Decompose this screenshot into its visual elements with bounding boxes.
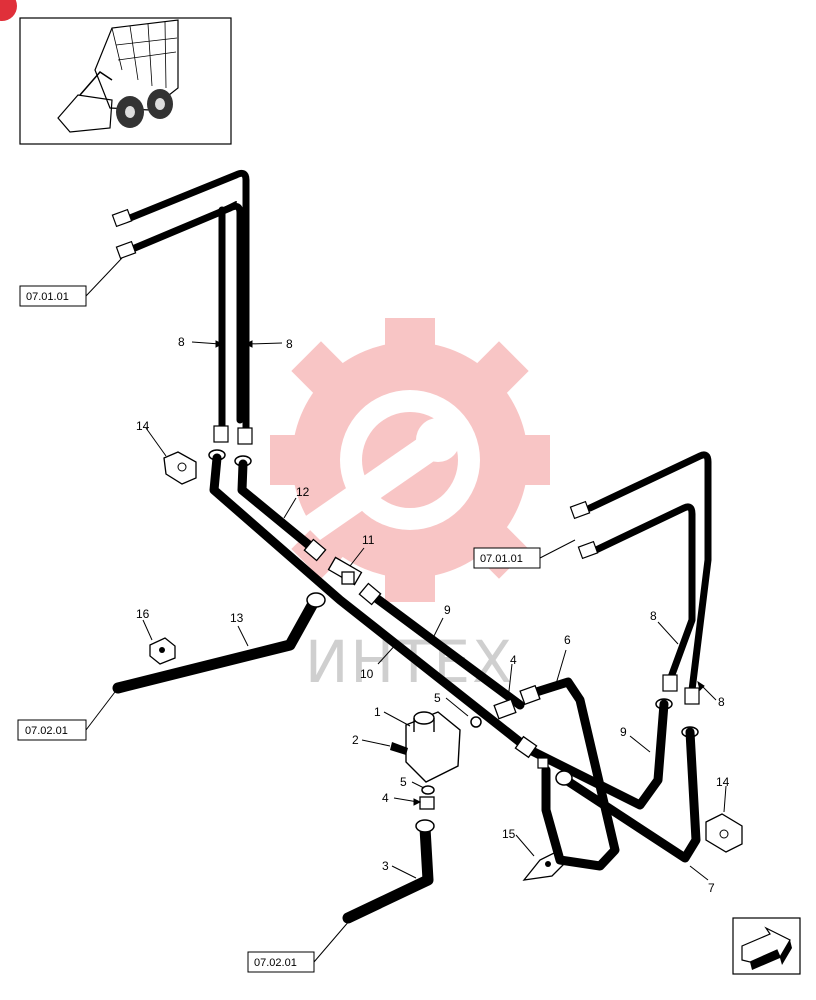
hose-8-left: [126, 169, 250, 432]
hose-8-right: [569, 451, 712, 738]
callout-label: 14: [716, 775, 730, 789]
callout-label: 8: [718, 695, 725, 709]
callout-label: 3: [382, 859, 389, 873]
callout-label: 6: [564, 633, 571, 647]
callout-label: 10: [360, 667, 374, 681]
tube-10: [209, 453, 535, 755]
callout-label: 14: [136, 419, 150, 433]
skid-steer-loader-icon: [19, 17, 232, 145]
callout-label: 8: [650, 609, 657, 623]
callout-label: 4: [510, 653, 517, 667]
tee-fitting-11: [327, 556, 363, 586]
reference-box[interactable]: 07.01.01: [473, 547, 541, 569]
callout-label: 11: [362, 533, 375, 547]
reference-label: 07.01.01: [26, 291, 69, 303]
callout-label: 4: [382, 791, 389, 805]
callout-label: 9: [444, 603, 451, 617]
tube-6: [519, 677, 620, 871]
callout-label: 13: [230, 611, 244, 625]
reference-box[interactable]: 07.02.01: [17, 719, 87, 741]
clamp-14-right: [705, 813, 743, 853]
reference-box[interactable]: 07.02.01: [247, 951, 315, 973]
callout-label: 9: [620, 725, 627, 739]
leader-lines: [85, 257, 727, 963]
callout-label: 2: [352, 733, 359, 747]
reference-box[interactable]: 07.01.01: [19, 285, 87, 307]
fitting-4-5-upper: [470, 698, 517, 728]
callout-label: 1: [374, 705, 381, 719]
tube-3: [342, 819, 435, 924]
reference-label: 07.02.01: [25, 725, 68, 737]
tube-9-right: [514, 699, 669, 810]
next-page-arrow-icon[interactable]: [732, 917, 801, 975]
callout-label: 8: [286, 337, 293, 351]
fitting-4-5-lower: [419, 785, 435, 810]
tube-13: [112, 592, 326, 694]
tube-7: [537, 727, 701, 863]
reference-label: 07.01.01: [480, 553, 523, 565]
tube-12-9: [237, 459, 525, 710]
callout-label: 15: [502, 827, 516, 841]
callout-label: 16: [136, 607, 150, 621]
callout-label: 12: [296, 485, 310, 499]
clamp-14-left: [163, 451, 197, 485]
callout-label: 8: [178, 335, 185, 349]
gear-wrench-logo: [270, 318, 550, 602]
reference-label: 07.02.01: [254, 957, 297, 969]
clamp-16: [149, 637, 176, 665]
callout-label: 5: [434, 691, 441, 705]
callout-label: 7: [708, 881, 715, 895]
valve-block-1: [390, 711, 461, 783]
watermark-text: ИНТЕХ: [305, 628, 514, 696]
corner-badge: [0, 0, 17, 21]
callout-label: 5: [400, 775, 407, 789]
